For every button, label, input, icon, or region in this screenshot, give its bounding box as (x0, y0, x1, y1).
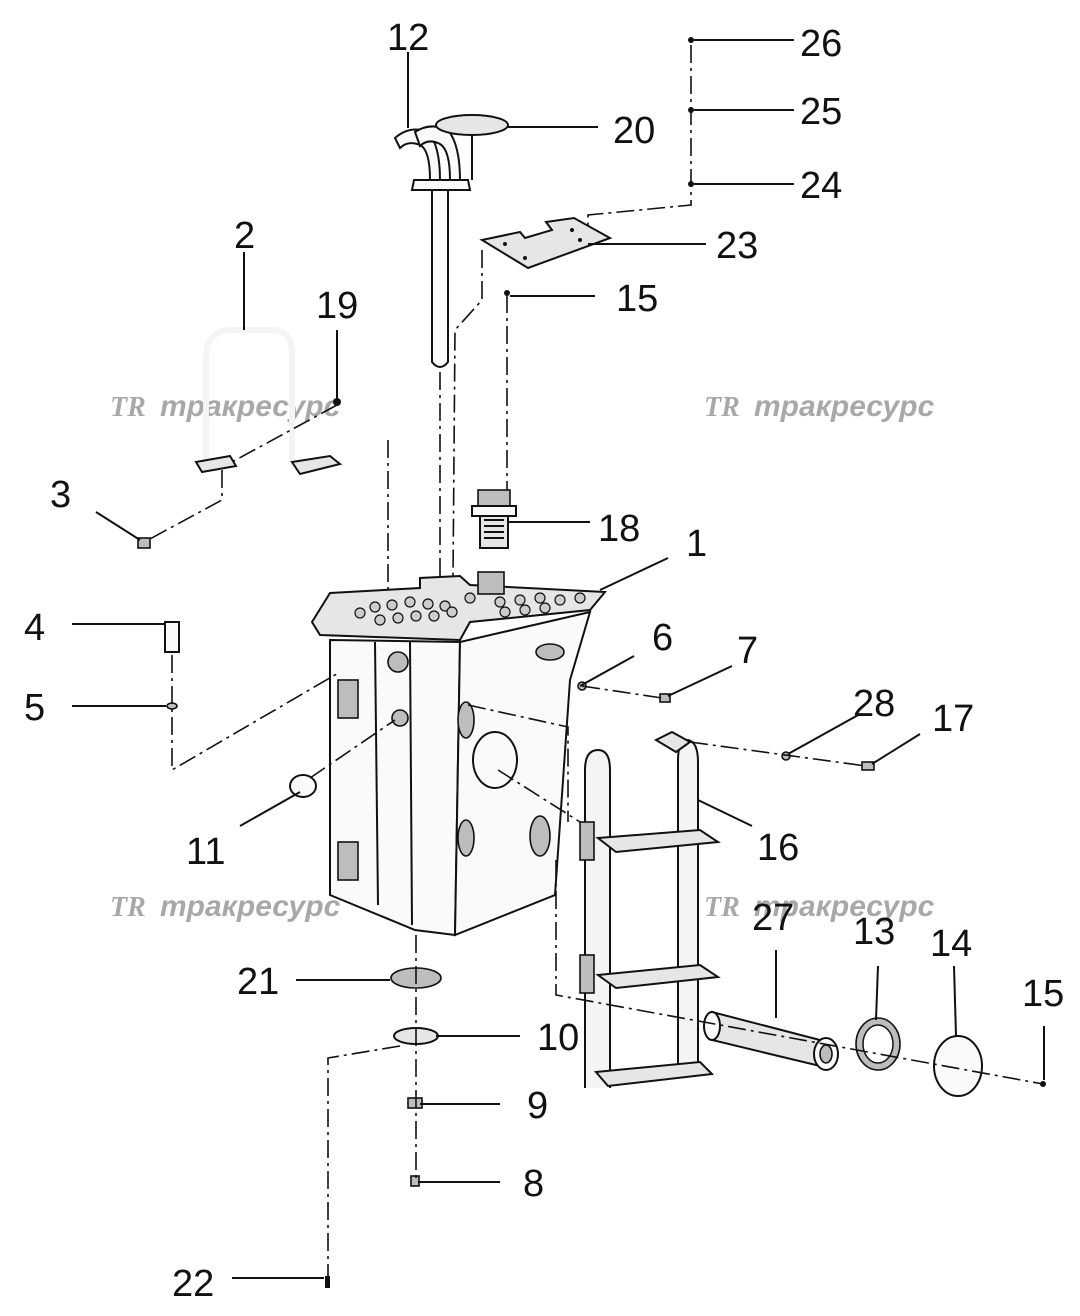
tank-body (310, 571, 608, 937)
nut-19 (333, 398, 341, 406)
tank-vent-holes (354, 592, 586, 626)
bolt-3 (137, 537, 151, 549)
bolt-17 (861, 761, 875, 771)
callout-12: 12 (387, 17, 429, 59)
callout-23: 23 (716, 225, 758, 267)
callout-28: 28 (853, 683, 895, 725)
filter-cap (471, 489, 517, 549)
svg-text:TR: TR (110, 392, 146, 423)
leader-lines (72, 39, 1045, 1279)
cover (933, 1035, 983, 1097)
handrail (194, 327, 343, 476)
watermark-bottom-right: TR тракресурс (704, 890, 935, 923)
callout-20: 20 (613, 110, 655, 152)
cover-plate (479, 216, 613, 270)
svg-text:TR: TR (704, 392, 740, 423)
cap-11 (289, 774, 317, 798)
callout-4: 4 (24, 607, 45, 649)
ring (855, 1017, 901, 1071)
pin (164, 621, 180, 653)
callout-11: 11 (186, 831, 225, 873)
callout-25: 25 (800, 91, 842, 133)
svg-text:TR: TR (704, 892, 740, 923)
callout-1: 1 (686, 523, 707, 565)
callout-2: 2 (234, 215, 255, 257)
callout-17: 17 (932, 698, 974, 740)
cap-disc (435, 114, 509, 136)
callout-7: 7 (737, 630, 758, 672)
callout-labels: 1 2 3 4 5 6 7 8 9 10 11 12 13 14 15 15 1… (24, 17, 1064, 1305)
svg-text:тракресурс: тракресурс (160, 390, 341, 423)
watermark-top-right: TR тракресурс (704, 390, 935, 423)
callout-8: 8 (523, 1163, 544, 1205)
watermark-bottom-left: TR тракресурс (110, 890, 341, 923)
callout-24: 24 (800, 165, 842, 207)
screw-26 (688, 37, 694, 43)
svg-text:тракресурс: тракресурс (754, 890, 935, 923)
screw-22 (325, 1276, 330, 1288)
assembly-lines (147, 45, 1044, 1276)
callout-15-top: 15 (616, 278, 658, 320)
callout-6: 6 (652, 617, 673, 659)
callout-13: 13 (853, 911, 895, 953)
callout-5: 5 (24, 687, 45, 729)
callout-14: 14 (930, 923, 972, 965)
callout-3: 3 (50, 474, 71, 516)
filler-pipe (393, 125, 472, 368)
callout-16: 16 (757, 827, 799, 869)
drain-bolt (410, 1175, 420, 1187)
callout-26: 26 (800, 23, 842, 65)
svg-text:тракресурс: тракресурс (160, 890, 341, 923)
callout-27: 27 (752, 897, 794, 939)
screw-15-top (504, 290, 510, 296)
callout-21: 21 (237, 961, 279, 1003)
ladder (579, 730, 721, 1088)
watermark-top-left: TR тракресурс (110, 390, 341, 423)
callout-18: 18 (598, 508, 640, 550)
callout-15-right: 15 (1022, 973, 1064, 1015)
callout-9: 9 (527, 1085, 548, 1127)
svg-text:тракресурс: тракресурс (754, 390, 935, 423)
callout-22: 22 (172, 1263, 214, 1305)
callout-19: 19 (316, 285, 358, 327)
air-filter-element (703, 1010, 839, 1071)
drain-plug (407, 1097, 423, 1109)
callout-10: 10 (537, 1017, 579, 1059)
svg-text:TR: TR (110, 892, 146, 923)
